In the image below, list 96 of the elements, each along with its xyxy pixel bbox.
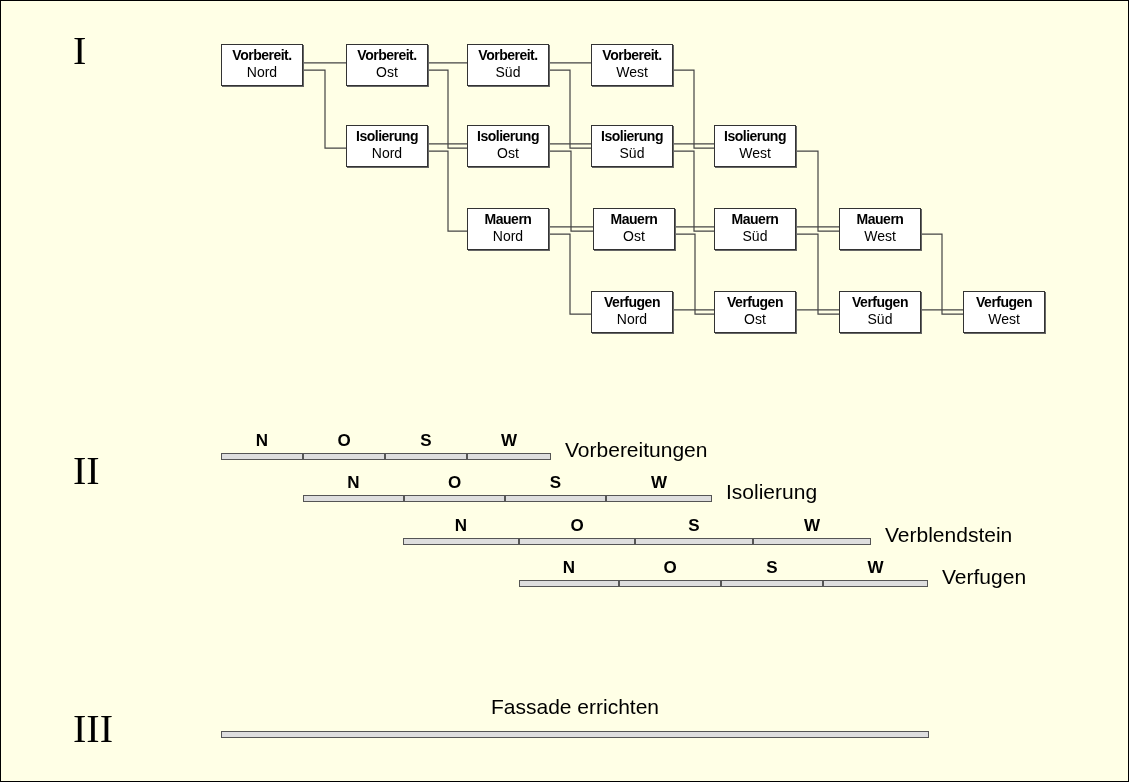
segment-label: S <box>766 558 778 578</box>
activity-box <box>591 125 673 167</box>
activity-box <box>346 125 428 167</box>
activity-side: West <box>863 228 897 245</box>
activity-side: Nord <box>245 64 279 81</box>
activity-side: Nord <box>491 228 525 245</box>
activity-name: Verfugen <box>975 294 1033 311</box>
activity-side: Süd <box>494 64 522 81</box>
connector-line <box>548 150 594 232</box>
segment-label: W <box>651 473 667 493</box>
activity-box <box>963 291 1045 333</box>
activity-box <box>591 291 673 333</box>
connector-line <box>920 309 964 311</box>
row-label: Isolierung <box>726 480 818 504</box>
activity-name: Verfugen <box>726 294 784 311</box>
activity-name: Vorbereit. <box>477 47 539 64</box>
segment-label: N <box>347 473 360 493</box>
connector-line <box>672 143 715 145</box>
section-numeral: II <box>73 449 100 493</box>
activity-box <box>221 44 303 86</box>
activity-name: Isolierung <box>355 128 419 145</box>
activity-box <box>346 44 428 86</box>
activity-name: Isolierung <box>600 128 664 145</box>
connector-line <box>427 150 468 232</box>
connector-line <box>302 62 347 64</box>
connector-line <box>672 69 715 149</box>
connector-line <box>672 150 715 232</box>
activity-box <box>714 208 796 250</box>
activity-box <box>593 208 675 250</box>
section-numeral: I <box>73 29 87 73</box>
connector-line <box>427 69 468 149</box>
activity-box <box>467 125 549 167</box>
connector-line <box>795 226 840 228</box>
segment-label: O <box>663 558 677 578</box>
activity-box <box>714 125 796 167</box>
segment-label: O <box>570 516 584 536</box>
activity-name: Mauern <box>730 211 780 228</box>
segment-label: O <box>337 431 351 451</box>
connector-line <box>548 62 592 64</box>
activity-side: Süd <box>741 228 769 245</box>
segment-label: O <box>447 473 462 493</box>
row-label: Verfugen <box>942 565 1027 589</box>
activity-side: Süd <box>618 145 646 162</box>
connector-line <box>795 233 840 315</box>
connector-line <box>672 309 715 311</box>
segment-label: W <box>501 431 517 451</box>
segment-label: W <box>867 558 884 578</box>
activity-box <box>467 44 549 86</box>
activity-name: Vorbereit. <box>601 47 663 64</box>
activity-name: Vorbereit. <box>231 47 293 64</box>
activity-side: Ost <box>375 64 399 81</box>
activity-box <box>839 208 921 250</box>
activity-side: West <box>615 64 649 81</box>
segment-label: S <box>688 516 700 536</box>
bar-title: Fassade errichten <box>490 695 660 719</box>
activity-side: Ost <box>496 145 520 162</box>
activity-box <box>591 44 673 86</box>
activity-side: Nord <box>370 145 404 162</box>
row-label: Verblendstein <box>885 523 1013 547</box>
segment-label: W <box>804 516 820 536</box>
activity-side: Ost <box>743 311 767 328</box>
connector-line <box>674 233 715 315</box>
activity-name: Mauern <box>609 211 659 228</box>
connector-line <box>302 69 347 149</box>
connector-line <box>427 62 468 64</box>
activity-name: Isolierung <box>476 128 540 145</box>
activity-side: West <box>738 145 772 162</box>
activity-name: Vorbereit. <box>356 47 418 64</box>
activity-name: Verfugen <box>603 294 661 311</box>
connector-line <box>795 150 840 232</box>
connector-line <box>548 143 592 145</box>
connector-line <box>548 69 592 149</box>
activity-box <box>467 208 549 250</box>
connector-line <box>548 226 594 228</box>
segment-label: S <box>549 473 562 493</box>
connector-line <box>795 309 840 311</box>
segment-label: N <box>255 431 269 451</box>
segment-label: S <box>420 431 432 451</box>
segment-label: N <box>562 558 576 578</box>
activity-box <box>839 291 921 333</box>
section-numeral: III <box>73 707 113 751</box>
segment-label: N <box>454 516 468 536</box>
activity-side: Nord <box>615 311 649 328</box>
connector-line <box>427 143 468 145</box>
activity-box <box>714 291 796 333</box>
activity-side: Süd <box>866 311 894 328</box>
connector-line <box>674 226 715 228</box>
activity-name: Verfugen <box>851 294 909 311</box>
activity-name: Isolierung <box>723 128 787 145</box>
connector-line <box>548 233 592 315</box>
activity-name: Mauern <box>483 211 533 228</box>
activity-name: Mauern <box>855 211 905 228</box>
row-label: Vorbereitungen <box>565 438 708 462</box>
activity-side: West <box>987 311 1021 328</box>
activity-side: Ost <box>622 228 646 245</box>
connector-line <box>920 233 964 315</box>
